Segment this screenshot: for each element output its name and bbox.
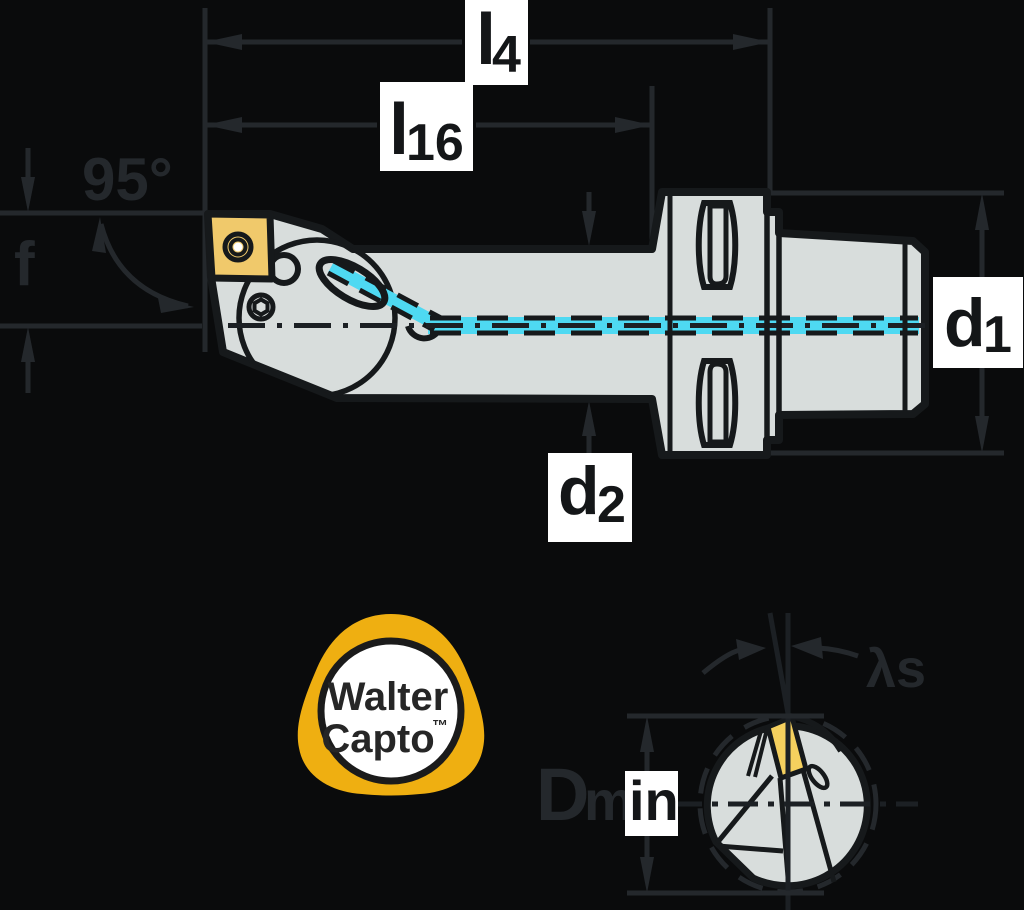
label-l16: l 16 <box>380 82 473 172</box>
dimension-d1 <box>764 190 1004 456</box>
logo-trademark: ™ <box>432 718 448 735</box>
label-dmin-box <box>625 771 678 836</box>
logo-line2: Capto <box>321 717 434 761</box>
insert-axis-line <box>767 612 792 720</box>
arrow-right-icon <box>733 34 770 50</box>
svg-text:d: d <box>944 285 986 361</box>
arrow-down-icon <box>21 177 35 212</box>
dimension-dmin: D m in <box>536 713 824 896</box>
label-d1: d 1 <box>933 277 1023 368</box>
svg-text:l: l <box>476 0 496 80</box>
svg-text:l: l <box>389 90 409 170</box>
label-95-degrees: 95° <box>82 146 173 213</box>
arrow-down-icon <box>640 857 654 893</box>
capto-coupling <box>667 194 908 454</box>
detail-view: λs D m in <box>536 612 926 910</box>
angle-95-dimension: 95° <box>82 146 194 313</box>
logo-line1: Walter <box>328 675 449 719</box>
label-l4: l 4 <box>465 0 528 85</box>
svg-text:16: 16 <box>406 114 464 172</box>
arc-arrow-right-icon <box>158 298 194 313</box>
label-lambda-s: λs <box>866 639 926 699</box>
insert-screw-icon <box>222 231 254 263</box>
flange-slot-bottom <box>695 358 739 448</box>
arc-arrow-up-icon <box>92 217 106 253</box>
tool-internal-features <box>228 237 925 399</box>
dimension-lambda-s: λs <box>701 637 926 699</box>
arrow-up-icon <box>640 716 654 752</box>
hex-socket-icon <box>252 297 270 317</box>
label-f: f <box>14 230 35 299</box>
section-screw-icon <box>806 763 830 791</box>
dimension-d2 <box>582 192 596 453</box>
arrow-down-icon <box>582 211 596 246</box>
arrow-right-icon <box>615 117 652 133</box>
arrow-up-icon <box>21 327 35 362</box>
dimension-f: f <box>0 148 205 393</box>
dimension-l4 <box>205 8 773 192</box>
svg-text:1: 1 <box>983 306 1012 364</box>
arrow-up-icon <box>975 193 989 230</box>
clamp-screw <box>246 292 276 322</box>
arrow-up-icon <box>582 401 596 436</box>
arc-arrow-left-icon <box>791 637 823 659</box>
arrow-left-icon <box>205 34 242 50</box>
svg-text:d: d <box>558 453 600 529</box>
svg-text:4: 4 <box>492 26 521 84</box>
coolant-nozzle <box>315 256 389 310</box>
walter-capto-logo: Walter Capto ™ <box>297 614 485 796</box>
arrow-down-icon <box>975 416 989 453</box>
label-d2: d 2 <box>548 453 632 542</box>
label-dmin-in: in <box>629 769 679 832</box>
dimension-l16 <box>205 86 655 248</box>
cutting-insert <box>204 210 276 283</box>
svg-text:2: 2 <box>597 476 626 534</box>
arc-arrow-right-icon <box>736 639 766 660</box>
flange-slot-top <box>695 200 739 290</box>
label-dmin-base: D <box>536 753 589 836</box>
arrow-left-icon <box>205 117 242 133</box>
